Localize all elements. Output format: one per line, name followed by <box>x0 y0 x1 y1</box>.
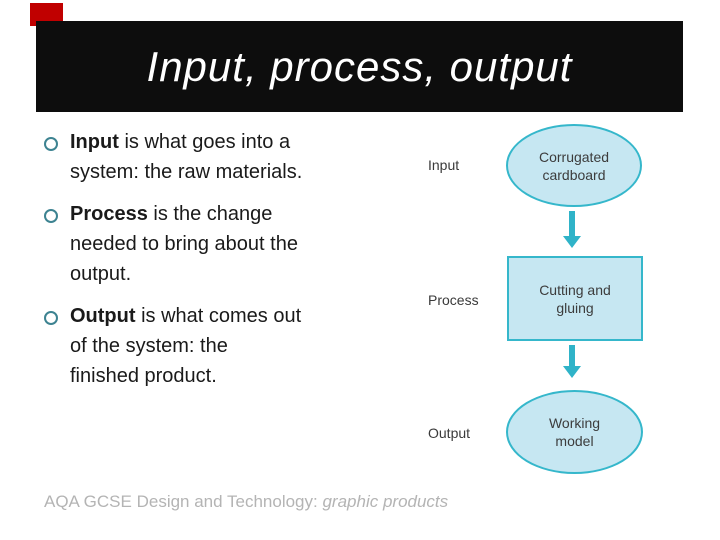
bullet-bold-word: Input <box>70 131 119 153</box>
bullet-item-process: Process is the change needed to bring ab… <box>36 199 366 289</box>
down-arrow-icon <box>563 345 581 378</box>
process-rectangle: Cutting and gluing <box>507 256 643 341</box>
bullet-line: is what comes out <box>141 305 302 327</box>
bullet-circle-icon <box>44 311 58 325</box>
input-ellipse-text: Corrugated cardboard <box>538 148 610 183</box>
input-ellipse: Corrugated cardboard <box>506 124 642 207</box>
footer-regular-text: AQA GCSE Design and Technology: <box>44 492 323 511</box>
arrow-stem <box>569 211 575 236</box>
output-ellipse: Working model <box>506 390 643 474</box>
title-bar: Input, process, output <box>36 21 683 112</box>
diagram-label-process: Process <box>428 292 479 308</box>
bullet-circle-icon <box>44 137 58 151</box>
process-rectangle-text: Cutting and gluing <box>539 281 611 316</box>
bullet-item-output: Output is what comes out of the system: … <box>36 301 366 391</box>
bullet-line: of the system: the <box>70 335 228 357</box>
bullet-line: is the change <box>153 203 273 225</box>
red-accent-rectangle <box>30 3 63 26</box>
bullet-list: Input is what goes into a system: the ra… <box>36 127 366 403</box>
footer-credit: AQA GCSE Design and Technology: graphic … <box>44 492 448 512</box>
bullet-bold-word: Output <box>70 305 136 327</box>
bullet-line: needed to bring about the <box>70 233 298 255</box>
arrow-head <box>563 236 581 248</box>
bullet-line: is what goes into a <box>124 131 291 153</box>
bullet-bold-word: Process <box>70 203 148 225</box>
bullet-line: output. <box>70 263 132 285</box>
bullet-text: Output is what comes out of the system: … <box>70 301 366 391</box>
bullet-line: finished product. <box>70 365 217 387</box>
slide-title: Input, process, output <box>146 42 573 90</box>
arrow-stem <box>569 345 575 366</box>
footer-italic-text: graphic products <box>322 492 449 511</box>
diagram-label-output: Output <box>428 425 471 441</box>
down-arrow-icon <box>563 211 581 248</box>
output-ellipse-text: Working model <box>548 415 601 449</box>
bullet-circle-icon <box>44 209 58 223</box>
bullet-line: system: the raw materials. <box>70 161 303 183</box>
diagram-label-input: Input <box>428 157 460 173</box>
bullet-text: Input is what goes into a system: the ra… <box>70 127 366 187</box>
bullet-text: Process is the change needed to bring ab… <box>70 199 366 289</box>
arrow-head <box>563 366 581 378</box>
bullet-item-input: Input is what goes into a system: the ra… <box>36 127 366 187</box>
